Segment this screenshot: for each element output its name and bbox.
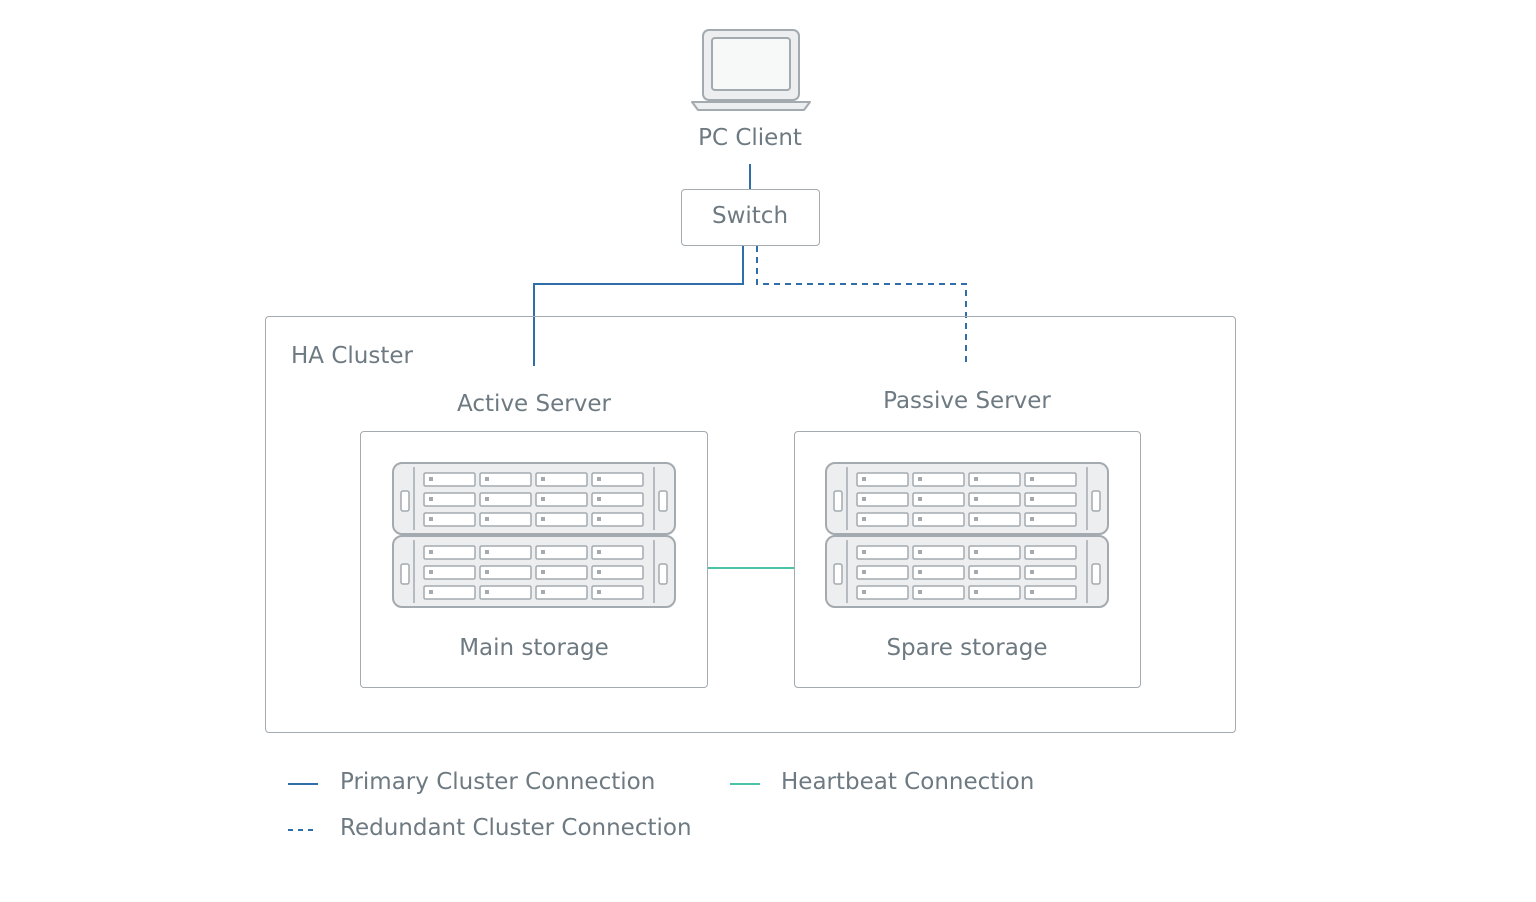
pc-client-label: PC Client: [698, 125, 802, 151]
passive-server-label: Passive Server: [883, 388, 1051, 414]
legend-heartbeat-label: Heartbeat Connection: [781, 769, 1035, 795]
rack-server-icon: [825, 462, 1109, 608]
active-server-node: [360, 431, 708, 688]
rack-server-icon: [392, 462, 676, 608]
switch-node: [681, 189, 820, 246]
switch-label: Switch: [711, 203, 789, 229]
ha-cluster-label: HA Cluster: [291, 343, 413, 369]
legend-primary-label: Primary Cluster Connection: [340, 769, 656, 795]
laptop-icon: [691, 29, 811, 111]
redundant-connection-line: [756, 246, 967, 366]
passive-server-node: [794, 431, 1141, 688]
spare-storage-label: Spare storage: [886, 635, 1048, 661]
ha-cluster-container: [265, 316, 1236, 733]
active-server-label: Active Server: [457, 391, 611, 417]
primary-connection-line: [533, 246, 744, 366]
main-storage-label: Main storage: [459, 635, 609, 661]
legend-redundant-label: Redundant Cluster Connection: [340, 815, 692, 841]
